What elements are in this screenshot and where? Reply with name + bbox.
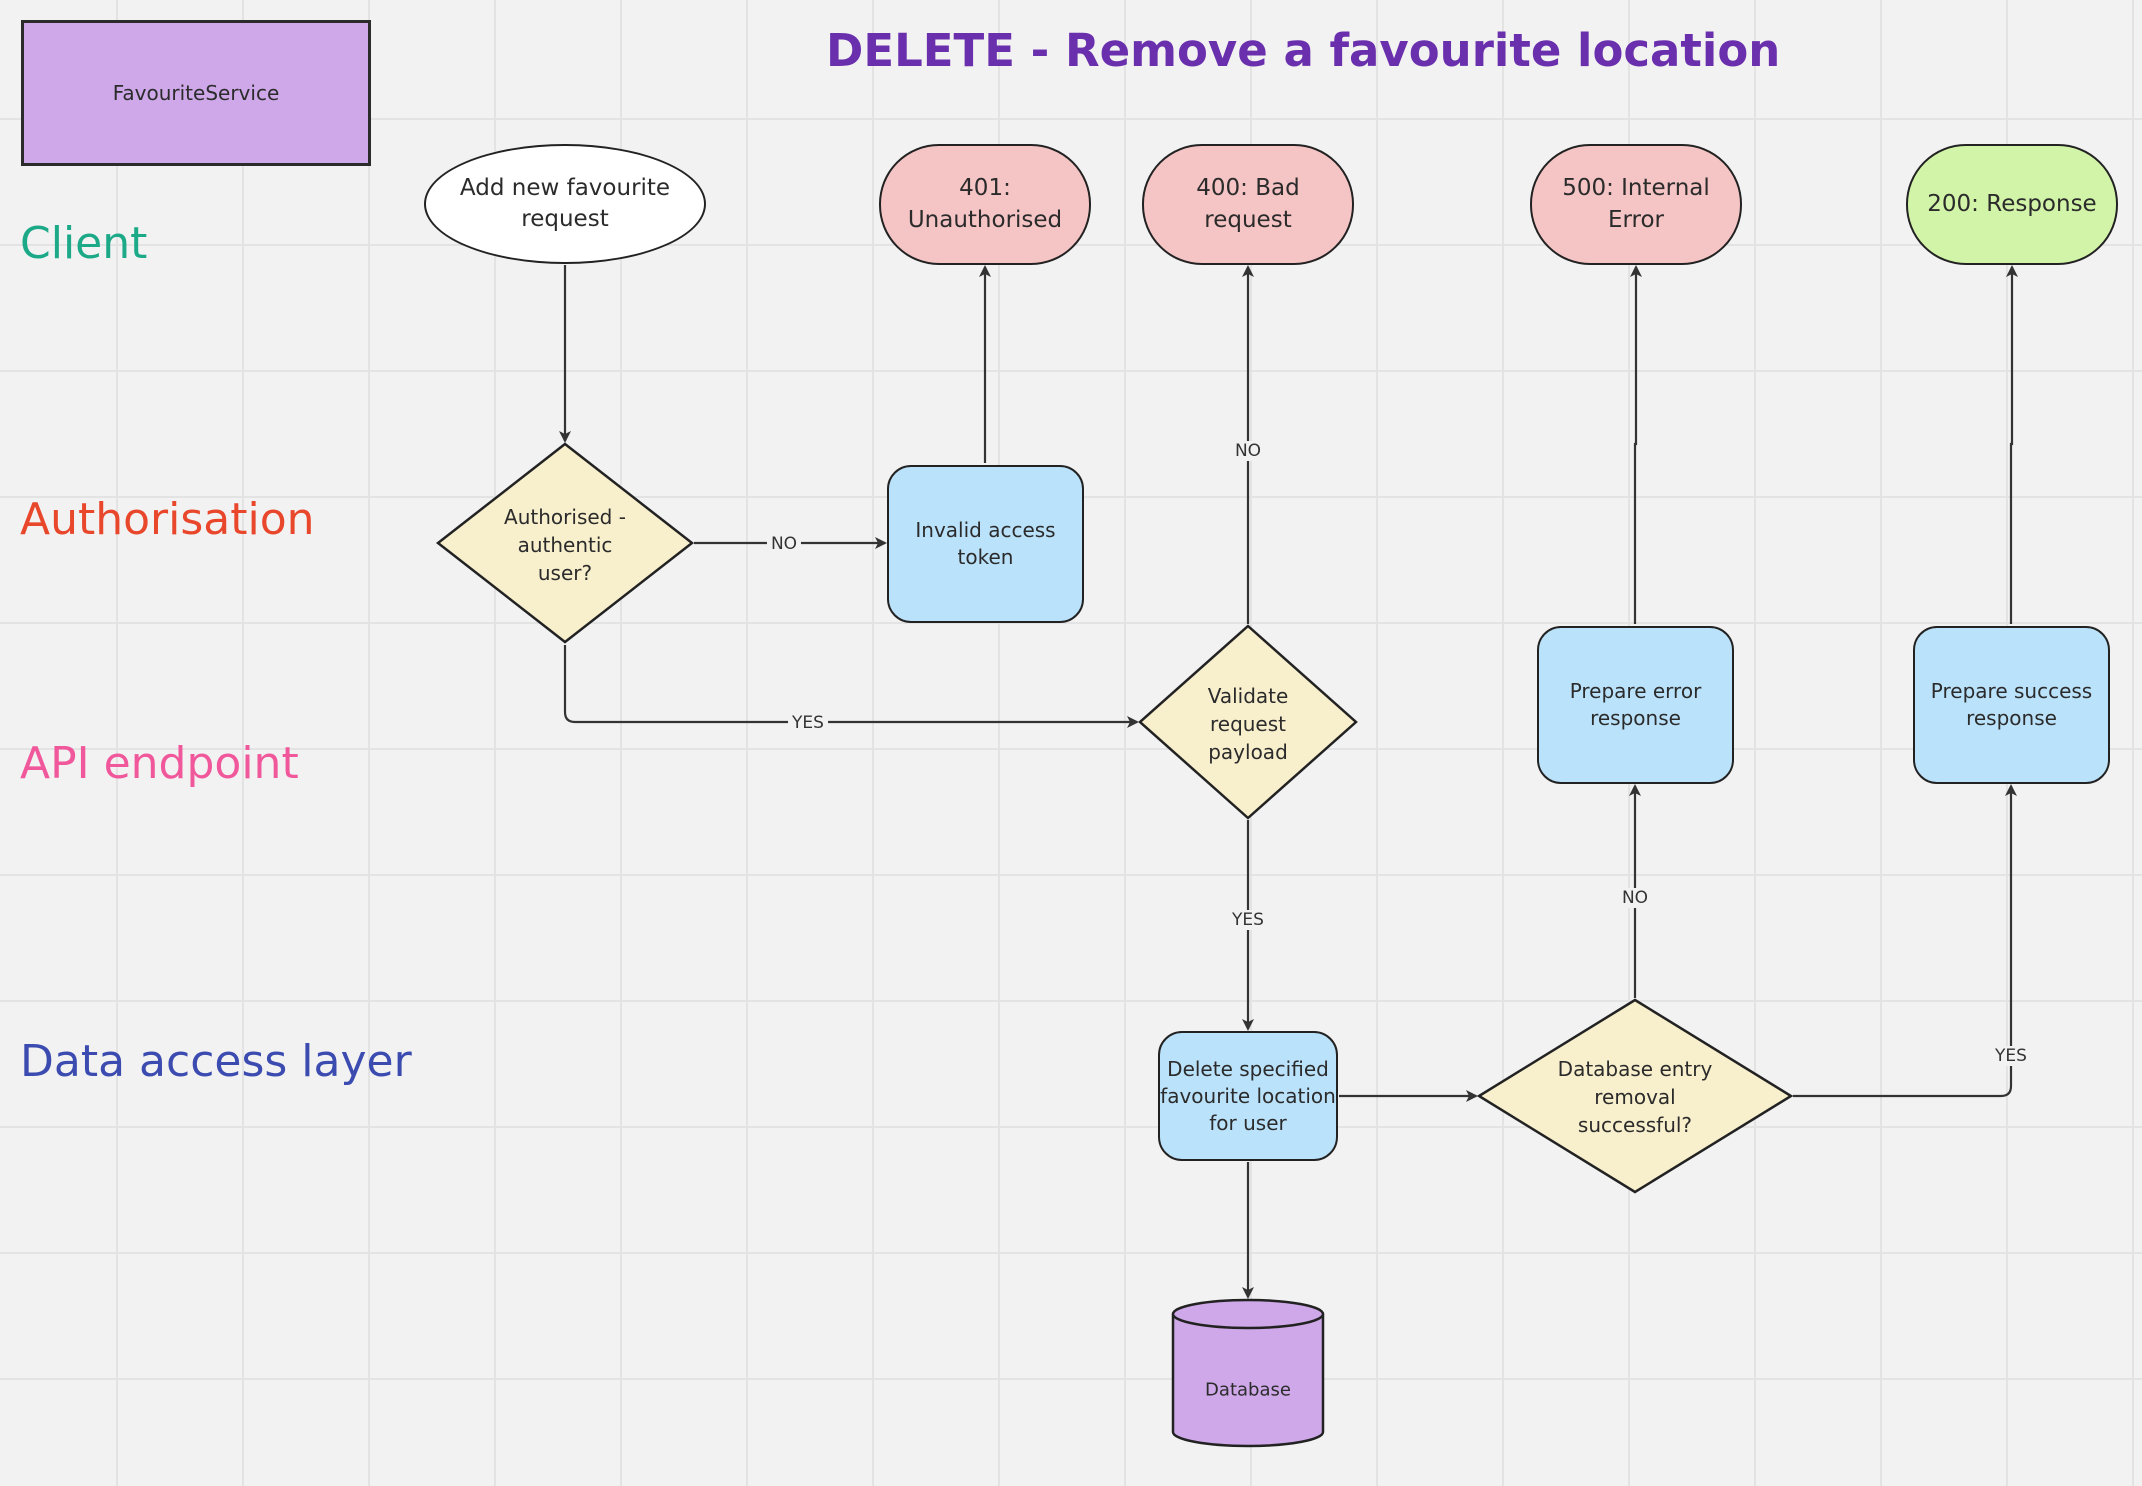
start-request-node[interactable]: Add new favourite request [424,144,706,264]
prepare-error-label: Prepare error response [1569,679,1702,730]
response-401-label: 401: Unauthorised [907,175,1063,233]
invalid-token-label: Invalid access token [915,518,1056,569]
edge-label-validate-no: NO [1230,441,1266,461]
start-request-label: Add new favourite request [459,174,671,232]
lane-label-api: API endpoint [20,738,299,789]
validate-decision-label: Validate request payload [1207,684,1289,764]
delete-location-label: Delete specified favourite location for … [1160,1056,1336,1135]
lane-label-data-access: Data access layer [20,1036,412,1087]
prepare-error-node[interactable]: Prepare error response [1537,626,1734,784]
edge-error-to-500 [1630,265,1642,624]
diagram-title: DELETE - Remove a favourite location [826,24,1781,77]
validate-decision-shape[interactable] [1138,624,1358,820]
prepare-success-node[interactable]: Prepare success response [1913,626,2110,784]
auth-decision-shape[interactable] [435,442,695,644]
service-name-box[interactable]: FavouriteService [21,20,371,166]
database-label: Database [1205,1379,1291,1401]
edge-label-validate-yes: YES [1228,910,1268,930]
database-cylinder-icon[interactable] [1171,1298,1325,1448]
db-decision-shape[interactable] [1476,998,1794,1194]
lane-label-client: Client [20,218,148,269]
db-decision-label: Database entry removal successful? [1557,1057,1713,1137]
response-500-node[interactable]: 500: Internal Error [1530,144,1742,265]
invalid-token-node[interactable]: Invalid access token [887,465,1084,623]
prepare-success-label: Prepare success response [1930,679,2093,730]
delete-location-node[interactable]: Delete specified favourite location for … [1158,1031,1338,1161]
auth-decision-label: Authorised - authentic user? [504,505,626,585]
response-400-label: 400: Bad request [1196,175,1300,233]
edge-label-db-no: NO [1617,888,1653,908]
service-label: FavouriteService [112,81,280,105]
edge-db-yes [1793,784,2017,1098]
response-500-label: 500: Internal Error [1562,175,1710,233]
response-200-node[interactable]: 200: Response [1906,144,2118,265]
edge-label-auth-no: NO [766,534,802,554]
response-400-node[interactable]: 400: Bad request [1142,144,1354,265]
response-200-label: 200: Response [1927,190,2097,217]
response-401-node[interactable]: 401: Unauthorised [879,144,1091,265]
edge-success-to-200 [2006,265,2018,624]
lane-label-authorisation: Authorisation [20,494,315,545]
edge-label-db-yes: YES [1991,1046,2031,1066]
edge-label-auth-yes: YES [788,713,828,733]
edge-auth-yes [563,645,1139,728]
